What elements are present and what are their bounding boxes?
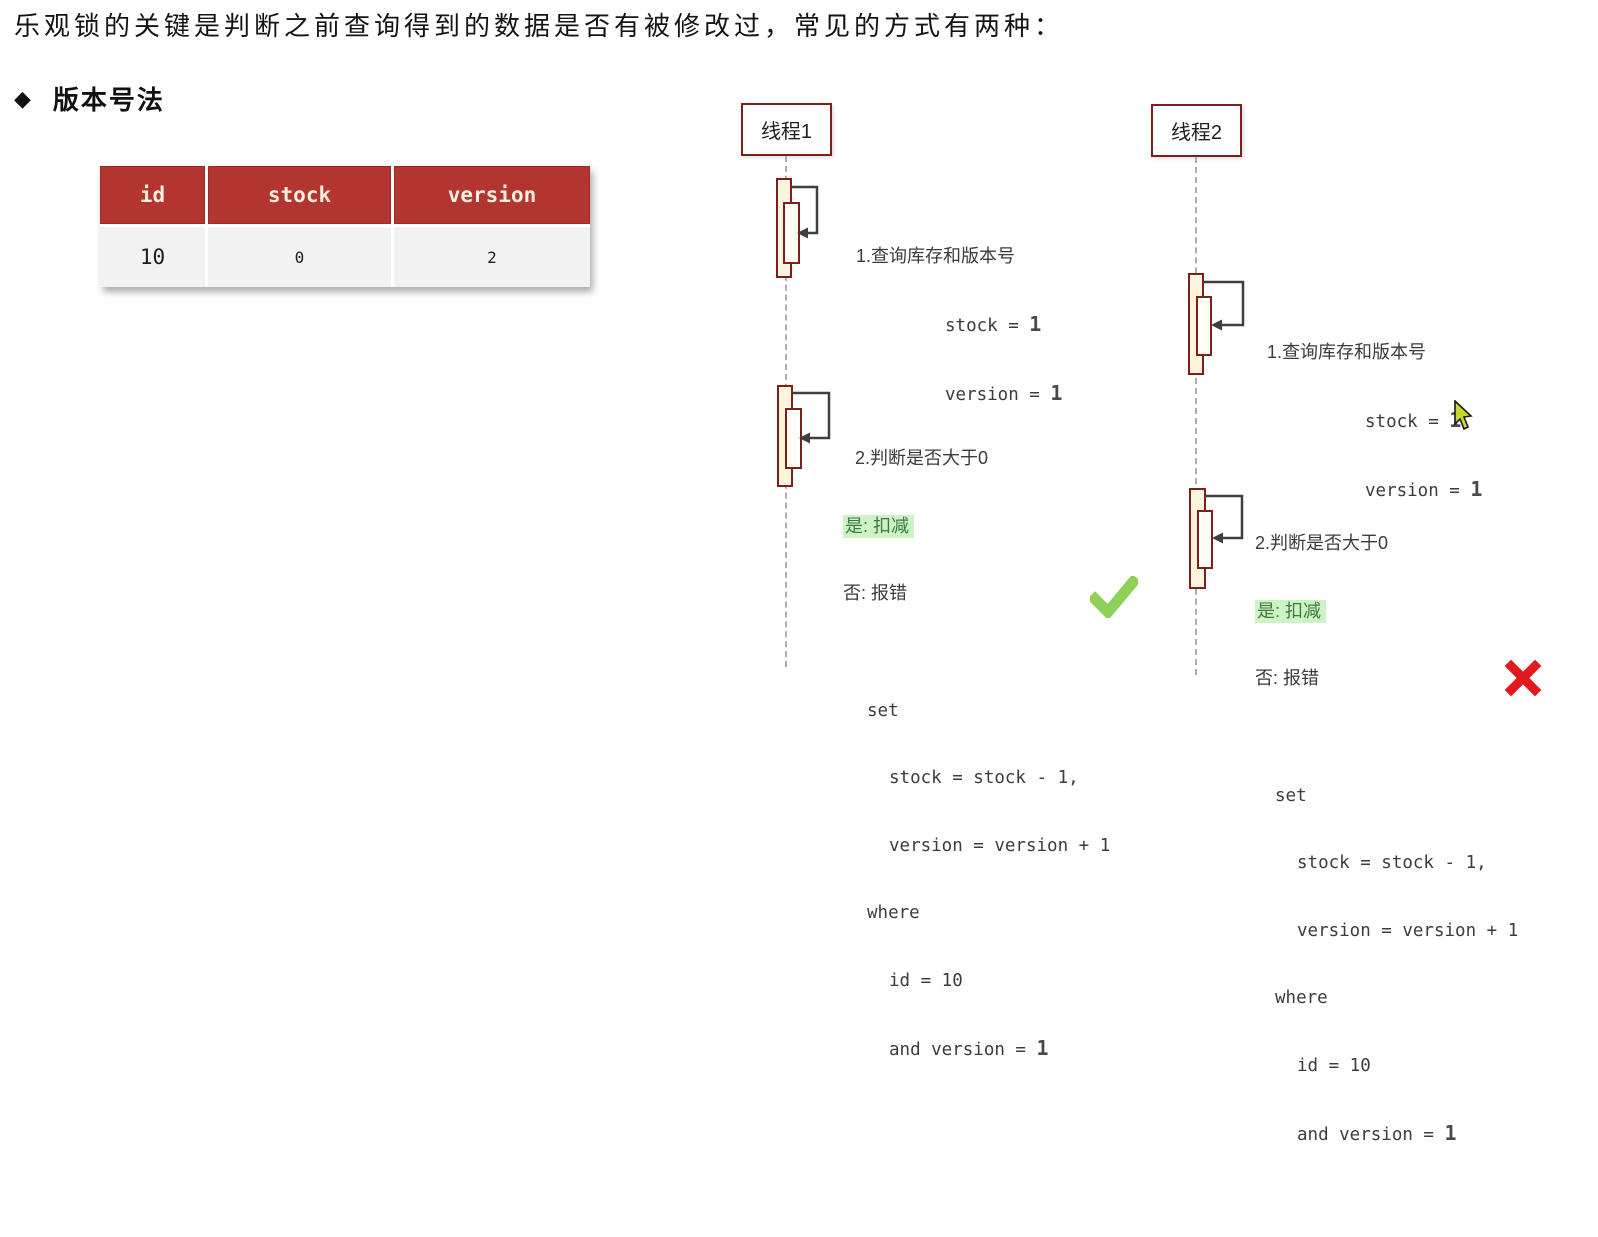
slide-canvas: 乐观锁的关键是判断之前查询得到的数据是否有被修改过，常见的方式有两种： ◆ 版本… bbox=[14, 11, 1541, 1145]
table-cell-stock: 0 bbox=[208, 227, 391, 287]
thread2-box: 线程2 bbox=[1151, 104, 1242, 157]
green-highlight: 是: 扣减 bbox=[1255, 599, 1327, 623]
table-header-version: version bbox=[394, 166, 590, 224]
sql-block: set stock = stock - 1, version = version… bbox=[1275, 785, 1519, 1146]
thread1-label: 线程1 bbox=[760, 121, 813, 143]
thread2-step1-text: 1.查询库存和版本号 stock = 1 version = 1 bbox=[1267, 296, 1482, 548]
table-cell-id: 10 bbox=[100, 227, 205, 287]
section-heading: ◆ 版本号法 bbox=[14, 80, 165, 117]
cross-icon bbox=[1505, 660, 1541, 696]
thread2-step2-text: 2.判断是否大于0 是: 扣减 否: 报错 set stock = stock … bbox=[1255, 487, 1518, 1237]
step-title: 2.判断是否大于0 bbox=[855, 448, 989, 468]
thread2-activation1-inner bbox=[1196, 296, 1212, 356]
stock-value-line: stock = 1 bbox=[945, 311, 1042, 336]
thread1-box: 线程1 bbox=[741, 103, 832, 156]
where-version-line: and version = 1 bbox=[889, 1036, 1049, 1060]
self-call-arrow-icon bbox=[793, 391, 831, 444]
where-version-line: and version = 1 bbox=[1297, 1121, 1457, 1145]
no-branch: 否: 报错 bbox=[1255, 668, 1320, 688]
step-title: 1.查询库存和版本号 bbox=[856, 246, 1016, 266]
yes-branch: 是: 扣减 bbox=[1255, 599, 1518, 623]
version-value-line: version = 1 bbox=[1365, 477, 1483, 501]
check-icon bbox=[1090, 576, 1138, 618]
thread1-step1-text: 1.查询库存和版本号 stock = 1 version = 1 bbox=[856, 200, 1062, 452]
step-title: 2.判断是否大于0 bbox=[1255, 533, 1389, 553]
table-header-stock: stock bbox=[208, 166, 391, 224]
self-call-arrow-icon bbox=[792, 185, 819, 239]
section-title: 版本号法 bbox=[52, 85, 165, 115]
self-call-arrow-icon bbox=[1206, 494, 1244, 544]
intro-text: 乐观锁的关键是判断之前查询得到的数据是否有被修改过，常见的方式有两种： bbox=[14, 11, 1065, 41]
sql-block: set stock = stock - 1, version = version… bbox=[867, 700, 1111, 1061]
table-cell-version: 2 bbox=[394, 227, 590, 287]
self-call-arrow-icon bbox=[1204, 280, 1245, 331]
thread1-step2-text: 2.判断是否大于0 是: 扣减 否: 报错 set stock = stock … bbox=[843, 402, 1110, 1152]
no-branch: 否: 报错 bbox=[843, 583, 908, 603]
diamond-icon: ◆ bbox=[14, 85, 31, 111]
step-title: 1.查询库存和版本号 bbox=[1267, 342, 1427, 362]
yes-branch: 是: 扣减 bbox=[843, 514, 1110, 538]
version-value-line: version = 1 bbox=[945, 381, 1063, 405]
db-table: id stock version 10 0 2 bbox=[100, 166, 590, 287]
thread2-label: 线程2 bbox=[1170, 122, 1223, 144]
thread2-lifeline bbox=[1195, 157, 1197, 675]
table-header-id: id bbox=[100, 166, 205, 224]
thread2-activation2-inner bbox=[1197, 510, 1213, 569]
green-highlight: 是: 扣减 bbox=[843, 514, 915, 538]
mouse-cursor-icon bbox=[1454, 400, 1473, 431]
